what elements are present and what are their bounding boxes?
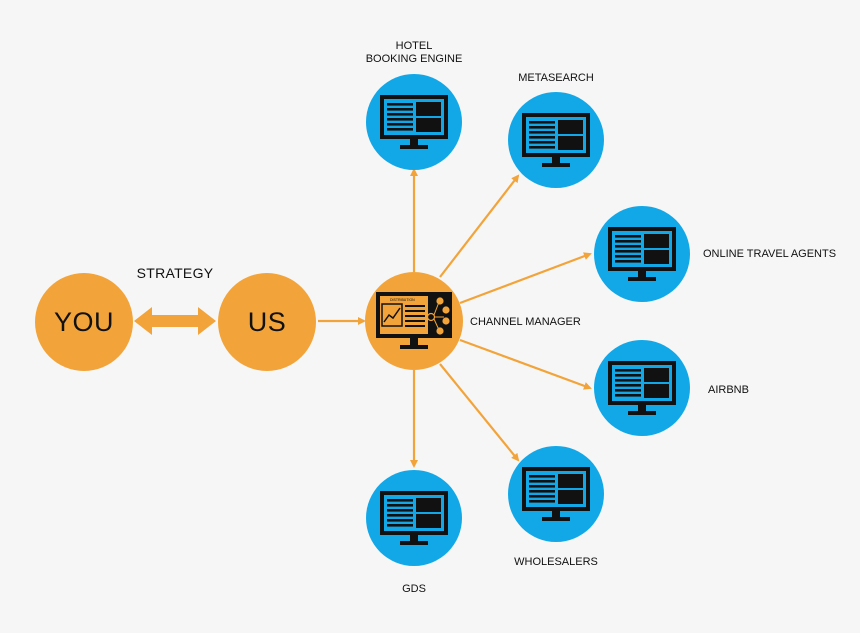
- dashboard-monitor-icon: DISTRIBUTION: [376, 292, 452, 349]
- arrow-hub-to-online-travel-agents: [459, 252, 592, 305]
- arrow-hub-to-airbnb: [459, 338, 592, 390]
- strategy-label: STRATEGY: [136, 265, 214, 281]
- screen-tag: DISTRIBUTION: [390, 298, 415, 302]
- hotel-booking-engine-label-line-1: HOTEL: [395, 40, 433, 52]
- arrow-hub-to-wholesalers: [439, 363, 520, 462]
- channel-manager-label: CHANNEL MANAGER: [470, 316, 581, 328]
- metasearch-label: METASEARCH: [518, 72, 594, 84]
- metasearch-node: [508, 92, 604, 188]
- hotel-booking-engine-node: [366, 74, 462, 170]
- monitor-icon: [608, 361, 676, 415]
- gds-label: GDS: [402, 583, 426, 595]
- gds-node: [366, 470, 462, 566]
- monitor-icon: [380, 491, 448, 545]
- monitor-icon: [608, 227, 676, 281]
- you-label: YOU: [53, 306, 114, 337]
- wholesalers-label: WHOLESALERS: [514, 556, 598, 568]
- arrow-hub-to-metasearch: [439, 174, 520, 278]
- monitor-icon: [522, 113, 590, 167]
- channel-manager-node: DISTRIBUTION: [365, 272, 463, 370]
- hotel-booking-engine-label: HOTEL BOOKING ENGINE: [366, 40, 463, 66]
- us-label: US: [247, 306, 287, 337]
- us-node: US: [218, 273, 316, 371]
- you-node: YOU: [35, 273, 133, 371]
- online-travel-agents-node: [594, 206, 690, 302]
- airbnb-label: AIRBNB: [708, 384, 749, 396]
- wholesalers-node: [508, 446, 604, 542]
- hotel-booking-engine-label-line-2: BOOKING ENGINE: [365, 53, 463, 65]
- monitor-icon: [380, 95, 448, 149]
- airbnb-node: [594, 340, 690, 436]
- monitor-icon: [522, 467, 590, 521]
- strategy-double-arrow: [134, 307, 216, 335]
- online-travel-agents-label: ONLINE TRAVEL AGENTS: [703, 248, 837, 260]
